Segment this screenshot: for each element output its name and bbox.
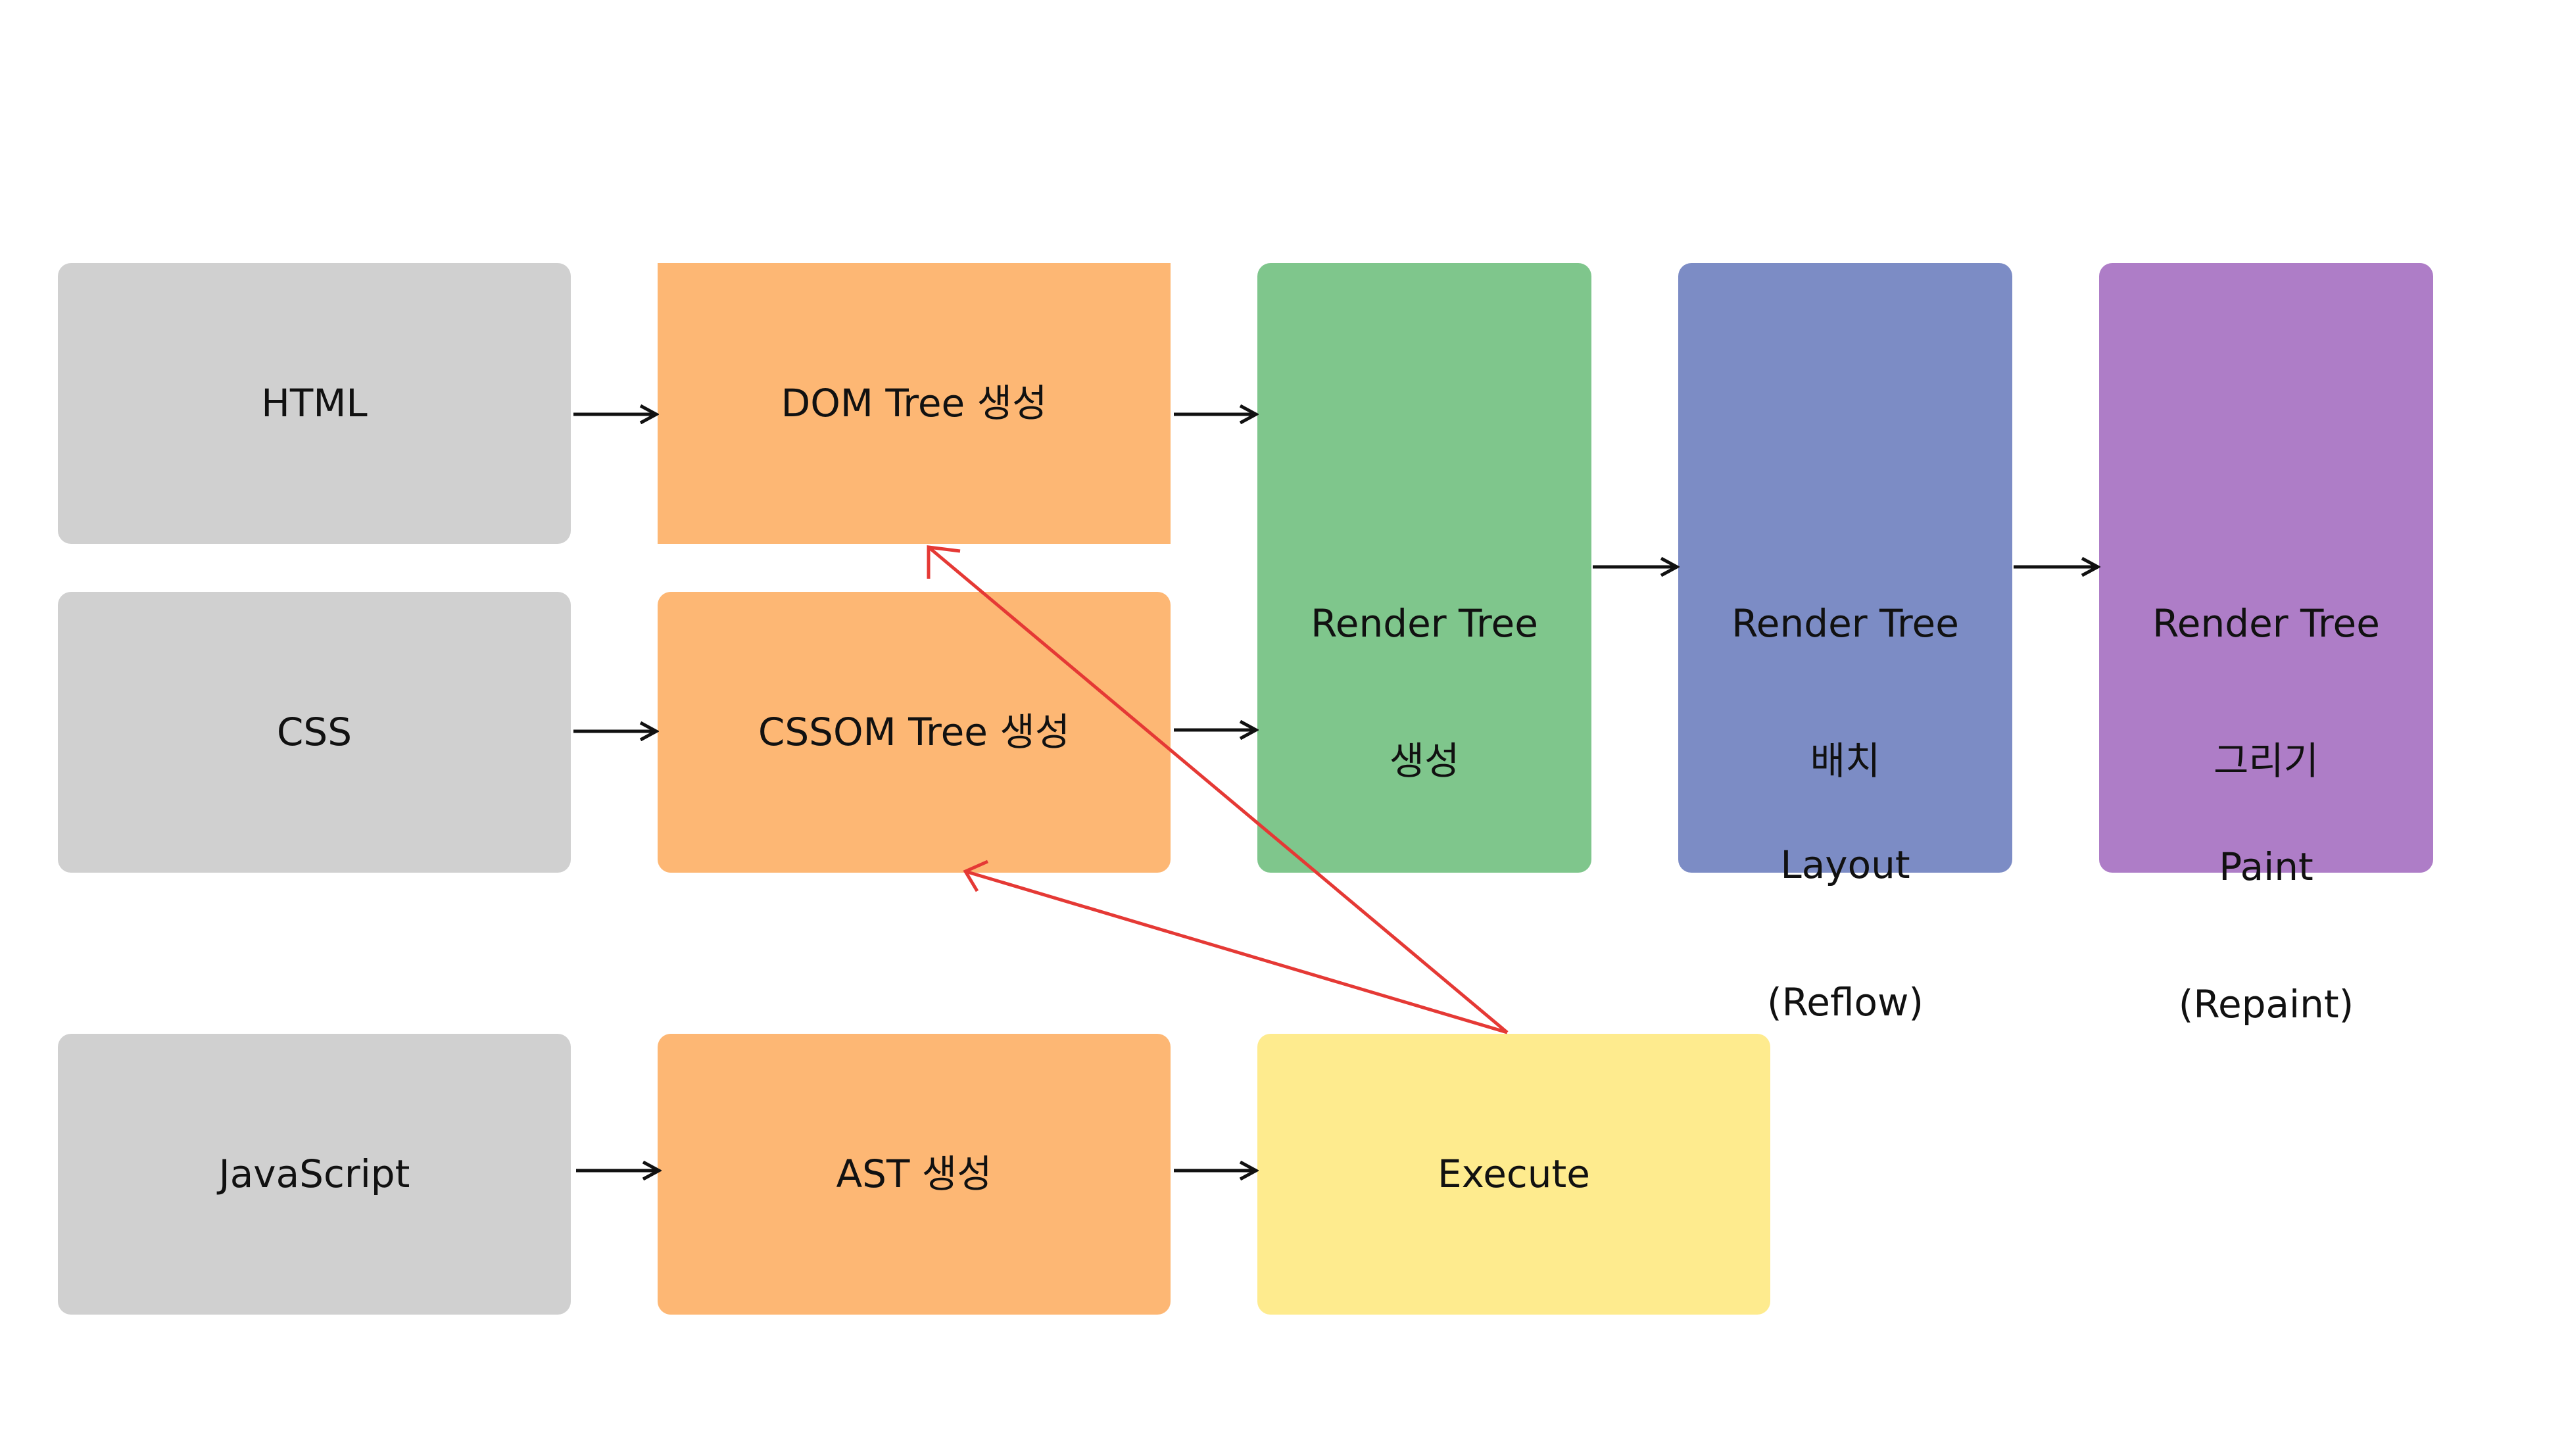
layout-note2: (Reflow)	[1766, 979, 1924, 1025]
execute-box: Execute	[1257, 1034, 1770, 1315]
html-label: HTML	[261, 380, 368, 425]
css-label: CSS	[276, 709, 352, 754]
javascript-label: JavaScript	[218, 1151, 410, 1196]
paint-line1: Render Tree	[2152, 601, 2380, 646]
render-tree-box: Render Tree 생성	[1257, 263, 1591, 873]
dom-tree-box: DOM Tree 생성	[658, 263, 1171, 544]
html-box: HTML	[58, 263, 571, 544]
arrow-execute-to-cssom-head	[963, 860, 989, 892]
layout-note1: Layout	[1780, 842, 1910, 888]
dom-tree-label: DOM Tree 생성	[781, 380, 1048, 425]
ast-box: AST 생성	[658, 1034, 1171, 1315]
paint-box: Render Tree 그리기 Paint (Repaint)	[2099, 263, 2433, 1027]
render-tree-line2: 생성	[1389, 738, 1460, 783]
paint-note2: (Repaint)	[2178, 981, 2354, 1027]
layout-line2: 배치	[1810, 738, 1881, 783]
arrow-execute-to-dom-head	[927, 545, 961, 579]
cssom-tree-box: CSSOM Tree 생성	[658, 592, 1171, 873]
layout-line1: Render Tree	[1731, 601, 1959, 646]
ast-label: AST 생성	[836, 1151, 992, 1196]
layout-box: Render Tree 배치 Layout (Reflow)	[1678, 263, 2012, 1025]
javascript-box: JavaScript	[58, 1034, 571, 1315]
arrow-execute-to-dom	[927, 546, 1509, 1034]
cssom-tree-label: CSSOM Tree 생성	[758, 709, 1071, 754]
paint-note1: Paint	[2219, 844, 2313, 890]
render-tree-line1: Render Tree	[1311, 601, 1538, 646]
execute-label: Execute	[1438, 1151, 1590, 1196]
css-box: CSS	[58, 592, 571, 873]
paint-line2: 그리기	[2213, 738, 2319, 783]
arrow-execute-to-cssom	[965, 869, 1508, 1034]
